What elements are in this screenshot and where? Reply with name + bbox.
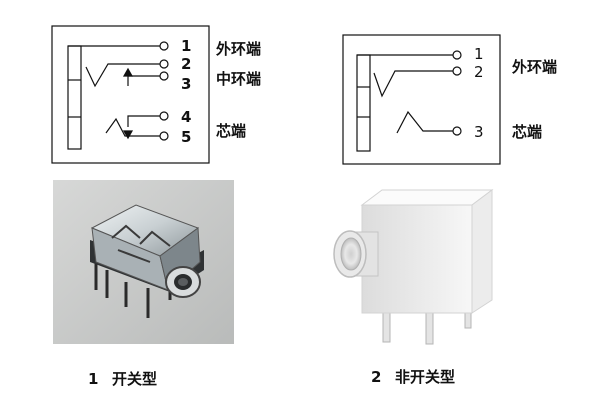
pin-1-label-2: 1	[474, 45, 484, 63]
non-switching-jack-photo	[333, 189, 494, 345]
switching-jack-photo	[53, 180, 234, 344]
outer-ring-label: 外环端	[215, 40, 261, 58]
pin-4-terminal	[159, 111, 169, 121]
tip-spring-contact-2	[396, 110, 453, 134]
pin-1-terminal-2	[452, 50, 462, 60]
ring-spring-contact-2	[373, 70, 453, 98]
schematic-frame-2	[342, 34, 501, 165]
pin-5-label: 5	[181, 128, 191, 146]
pin-3-terminal-2	[452, 126, 462, 136]
pin-4-label: 4	[181, 108, 191, 126]
middle-ring-label: 中环端	[216, 70, 261, 88]
sleeve-bar-2	[356, 54, 371, 152]
pin-3-label-2: 3	[474, 123, 484, 141]
schematic-frame	[51, 25, 210, 164]
caption-1-number: 1	[88, 370, 98, 388]
pin-1-terminal	[159, 41, 169, 51]
tip-label: 芯端	[216, 122, 246, 140]
sleeve-bar	[67, 45, 82, 150]
pin-2-terminal	[159, 59, 169, 69]
pin-3-label: 3	[181, 75, 191, 93]
tip-switch-lead	[127, 115, 160, 127]
caption-2-text: 非开关型	[395, 368, 455, 386]
pin-3-terminal	[159, 71, 169, 81]
pin-1-label: 1	[181, 37, 191, 55]
ring-spring-contact	[85, 63, 160, 88]
pin-2-label-2: 2	[474, 63, 484, 81]
outer-ring-label-2: 外环端	[511, 58, 557, 76]
ring-switch-lead	[127, 75, 160, 86]
pin-2-label: 2	[181, 55, 191, 73]
caption-2-number: 2	[371, 368, 381, 386]
pin-2-terminal-2	[452, 66, 462, 76]
caption-1-text: 开关型	[112, 370, 157, 388]
schematic-switching-type	[51, 25, 210, 164]
pin-5-terminal	[159, 131, 169, 141]
tip-label-2: 芯端	[512, 123, 542, 141]
schematic-non-switching-type	[342, 34, 501, 165]
tip-spring-contact	[105, 117, 160, 137]
